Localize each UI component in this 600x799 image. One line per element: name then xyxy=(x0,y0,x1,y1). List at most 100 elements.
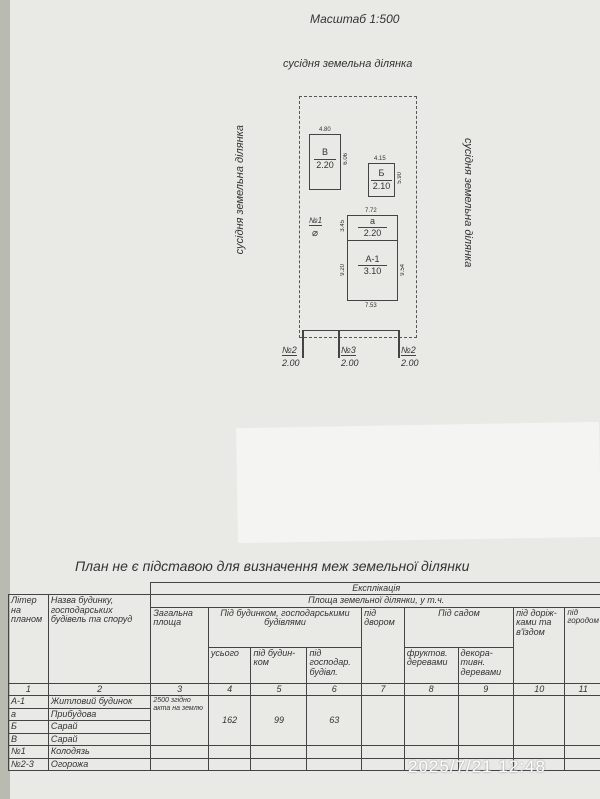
table-cell: під будин-ком xyxy=(250,646,308,684)
table-cell: 162 xyxy=(207,695,252,747)
table-cell xyxy=(250,745,308,759)
table-cell: Огорожа xyxy=(47,757,152,771)
table-cell: а xyxy=(8,707,49,722)
table-cell xyxy=(361,757,405,771)
text-label: 2.20 xyxy=(314,159,336,170)
table-cell xyxy=(403,695,459,747)
table-cell: 2 xyxy=(47,682,152,697)
text-label: В xyxy=(321,147,328,157)
table-cell xyxy=(150,757,209,771)
text-label: а xyxy=(369,216,375,226)
table-cell xyxy=(403,745,459,759)
text-label: 9.20 xyxy=(340,264,346,276)
table-cell: 11 xyxy=(564,682,600,697)
table-cell: 99 xyxy=(250,695,308,747)
table-cell: 9 xyxy=(457,682,515,697)
text-label: 9.54 xyxy=(400,264,406,276)
well-label: №1 xyxy=(309,216,323,226)
table-cell xyxy=(513,695,566,747)
table-cell: №2-3 xyxy=(8,757,49,771)
neighbor-left: сусідня земельна ділянка xyxy=(234,125,246,255)
neighbor-right: сусідня земельна ділянка xyxy=(462,138,474,268)
table-cell xyxy=(306,745,363,759)
table-cell xyxy=(207,745,252,759)
scale-label: Масштаб 1:500 xyxy=(310,12,400,26)
text-label: 4.80 xyxy=(319,127,331,133)
table-cell: 63 xyxy=(306,695,363,747)
table-cell: під доріж-ками та в'їздом xyxy=(513,606,566,684)
table-cell: №1 xyxy=(8,745,49,759)
table-cell: під двором xyxy=(361,606,405,684)
table-cell: Під будинком, господарськими будівлями xyxy=(207,606,363,648)
text-label: 5.90 xyxy=(397,172,403,184)
table-cell: Загальна площа xyxy=(150,606,209,684)
table-cell xyxy=(513,745,566,759)
table-cell: усього xyxy=(207,646,252,684)
table-cell: 5 xyxy=(250,682,308,697)
table-cell: Колодязь xyxy=(47,745,152,759)
text-label: 4.15 xyxy=(374,156,386,162)
table-cell: 2500 згідно акта на землю xyxy=(150,695,209,747)
text-label: А-1 xyxy=(365,254,380,264)
neighbor-top: сусідня земельна ділянка xyxy=(283,58,413,70)
table-cell: 7 xyxy=(361,682,405,697)
text-label: 3.45 xyxy=(340,220,346,232)
table-cell xyxy=(250,757,308,771)
fence-height: 2.00 xyxy=(341,358,359,368)
photo-timestamp: 2025/7/21 12:48 xyxy=(408,757,546,776)
table-cell xyxy=(361,745,405,759)
table-cell: Назва будинку, господарських будівель та… xyxy=(47,594,152,684)
building-v: В 2.20 4.80 6.06 xyxy=(309,127,349,190)
table-cell xyxy=(8,582,151,596)
table-cell xyxy=(403,757,459,771)
disclaimer: План не є підставою для визначення меж з… xyxy=(75,558,470,574)
fence-label: №3 xyxy=(341,345,356,356)
text-label: 6.06 xyxy=(343,153,349,165)
table-cell: А-1 xyxy=(8,695,49,709)
table-cell xyxy=(564,695,600,747)
table-cell: під городом xyxy=(564,606,600,684)
table-cell: Експлікація xyxy=(150,581,600,596)
well-icon: ⌀ xyxy=(312,228,319,239)
table-cell: Площа земельної ділянки, у т.ч. xyxy=(150,594,600,608)
table-cell: 8 xyxy=(403,682,459,697)
table-cell: 10 xyxy=(513,682,566,697)
table-cell: 3 xyxy=(150,682,209,697)
text-label: 7.72 xyxy=(365,208,377,214)
table-cell: Прибудова xyxy=(47,707,152,722)
table-cell xyxy=(513,757,566,771)
table-cell: Житловий будинок xyxy=(47,695,152,709)
table-cell: декора-тивн. деревами xyxy=(457,646,515,684)
table-cell: Сарай xyxy=(47,720,152,734)
text-label: 2.10 xyxy=(371,180,392,191)
table-cell xyxy=(207,757,252,771)
table-cell xyxy=(457,695,515,747)
table-cell: Сарай xyxy=(47,732,152,747)
text-label: 3.10 xyxy=(358,265,387,276)
fence-label: №2 xyxy=(282,345,297,356)
table-cell xyxy=(361,695,405,747)
table-cell: Літер на планом xyxy=(8,594,49,684)
building-b: Б 2.10 4.15 5.90 xyxy=(368,156,403,197)
table-cell: фруктов. деревами xyxy=(403,646,459,684)
fence-height: 2.00 xyxy=(401,358,419,368)
table-cell: В xyxy=(8,732,49,747)
table-cell: Під садом xyxy=(403,606,515,648)
explication-table: Експлікація Літер на планом Назва будинк… xyxy=(8,581,600,771)
table-cell: під господар. будівл. xyxy=(306,646,363,684)
table-cell: 6 xyxy=(306,682,363,697)
table-cell: 1 xyxy=(8,682,49,697)
table-cell xyxy=(564,745,600,759)
table-cell xyxy=(564,757,600,771)
table-cell: Б xyxy=(8,720,49,734)
table-cell: 4 xyxy=(207,682,252,697)
building-a1: а 2.20 А-1 3.10 7.72 3.45 9.20 9.54 7.53 xyxy=(340,208,406,309)
text-label: 2.20 xyxy=(358,227,387,238)
fence-height: 2.00 xyxy=(282,358,300,368)
